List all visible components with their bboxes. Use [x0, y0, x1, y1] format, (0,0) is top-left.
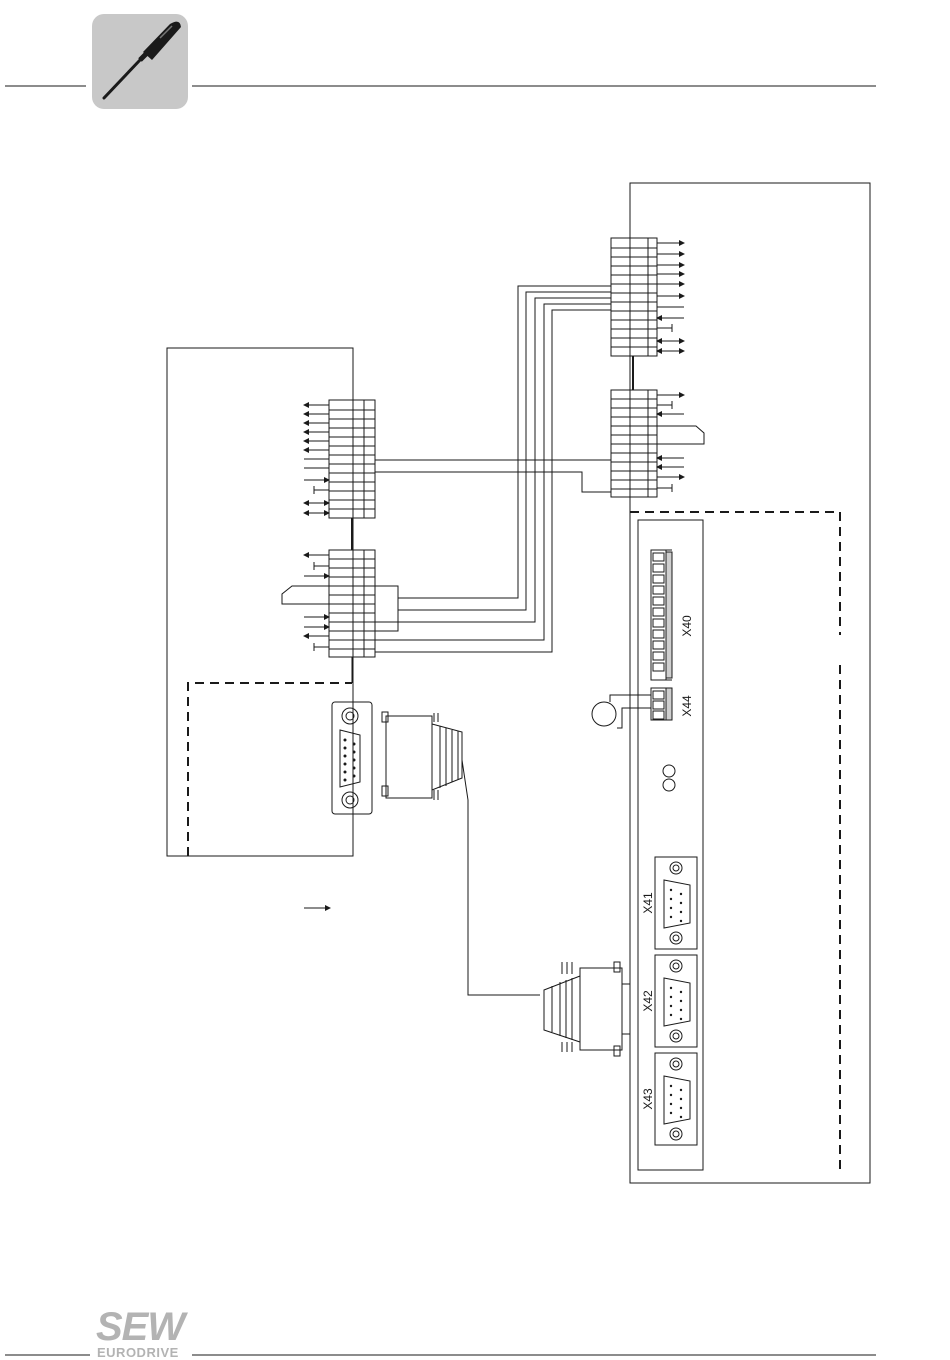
serial-cable: [462, 760, 540, 995]
x42-connector: [655, 955, 697, 1047]
x40-label: X40: [680, 615, 694, 637]
x44-terminal: [592, 688, 672, 728]
x40-terminal-strip: [651, 550, 672, 680]
left-subd-plug: [382, 712, 462, 800]
left-subd-socket: [332, 702, 372, 814]
left-lower-signal-arrows: [282, 555, 329, 651]
eurodrive-logo: EURODRIVE: [97, 1345, 179, 1360]
led-2: [663, 779, 675, 791]
left-terminal-block-lower: [329, 550, 375, 657]
left-upper-signal-arrows: [304, 405, 329, 513]
left-terminal-block-upper: [329, 400, 375, 518]
status-leds: [663, 765, 675, 791]
right-lower-signal-arrows: [657, 395, 704, 492]
x43-label: X43: [641, 1088, 655, 1110]
right-upper-signal-arrows: [657, 243, 684, 351]
x43-connector: [655, 1053, 697, 1145]
sew-logo: SEW: [96, 1305, 188, 1349]
x44-label: X44: [680, 695, 694, 717]
right-device: [544, 183, 870, 1183]
screwdriver-icon: [92, 14, 188, 109]
x42-label: X42: [641, 990, 655, 1012]
footer: SEW EURODRIVE: [5, 1305, 876, 1360]
x44-sensor: [592, 702, 616, 726]
left-device: [167, 348, 462, 856]
right-subd-plug: [544, 962, 630, 1056]
header: [5, 14, 876, 109]
right-terminal-block-lower: [611, 390, 657, 497]
interconnect-wires: [375, 286, 611, 652]
x41-label: X41: [641, 892, 655, 914]
x41-connector: [655, 857, 697, 949]
right-terminal-block-upper: [611, 238, 657, 356]
led-1: [663, 765, 675, 777]
